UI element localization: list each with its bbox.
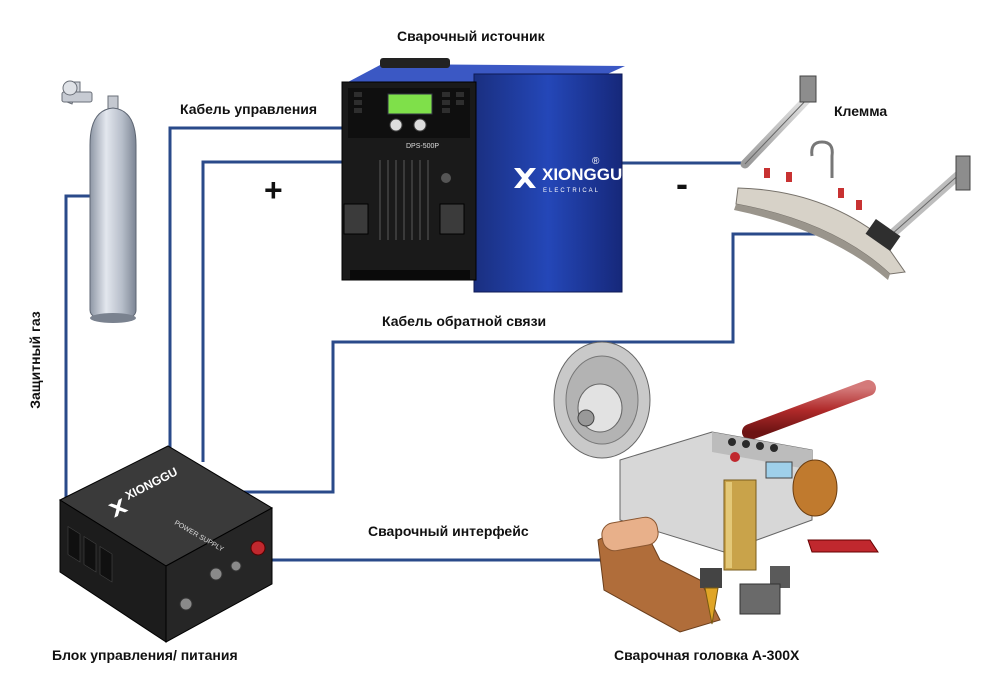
label-weld-head: Сварочная головка А-300Х [614,647,800,663]
head-screen [765,461,793,479]
label-shield-gas: Защитный газ [27,311,43,409]
knob-left [389,118,403,132]
control-cable-wire [168,126,348,452]
welding-power-source: DPS-500P XIONGGU ® ELECTRICAL [341,58,625,293]
label-control-unit: Блок управления/ питания [52,647,238,663]
connection-wires [64,126,856,562]
welding-head [553,341,879,633]
gas-cylinder [61,80,137,323]
label-plus: + [264,172,283,208]
brand-logo-mark [514,168,536,188]
model-label: DPS-500P [406,143,439,150]
work-clamp [734,75,971,280]
output-terminal-left [343,203,369,235]
display-panel [387,93,433,115]
label-clamp: Клемма [834,103,888,119]
label-minus: - [676,163,688,204]
control-power-unit: XIONGGU POWER SUPPLY [58,445,274,643]
brand-registered: ® [592,156,600,167]
label-shield-gas-box: Защитный газ [25,311,45,409]
brand-name: XIONGGU [542,165,622,184]
feedback-cable-wire [232,232,856,494]
label-control-cable: Кабель управления [180,101,318,117]
output-terminal-right [439,203,465,235]
knob-right [413,118,427,132]
red-connector [250,540,266,556]
label-weld-interface: Сварочный интерфейс [368,523,529,539]
brand-sub: ELECTRICAL [543,188,600,194]
unit-logo-mark [107,498,129,518]
label-feedback-cable: Кабель обратной связи [382,313,547,329]
positive-cable-wire [201,160,348,462]
gas-hose-wire [64,194,92,500]
label-power-source: Сварочный источник [397,28,545,44]
